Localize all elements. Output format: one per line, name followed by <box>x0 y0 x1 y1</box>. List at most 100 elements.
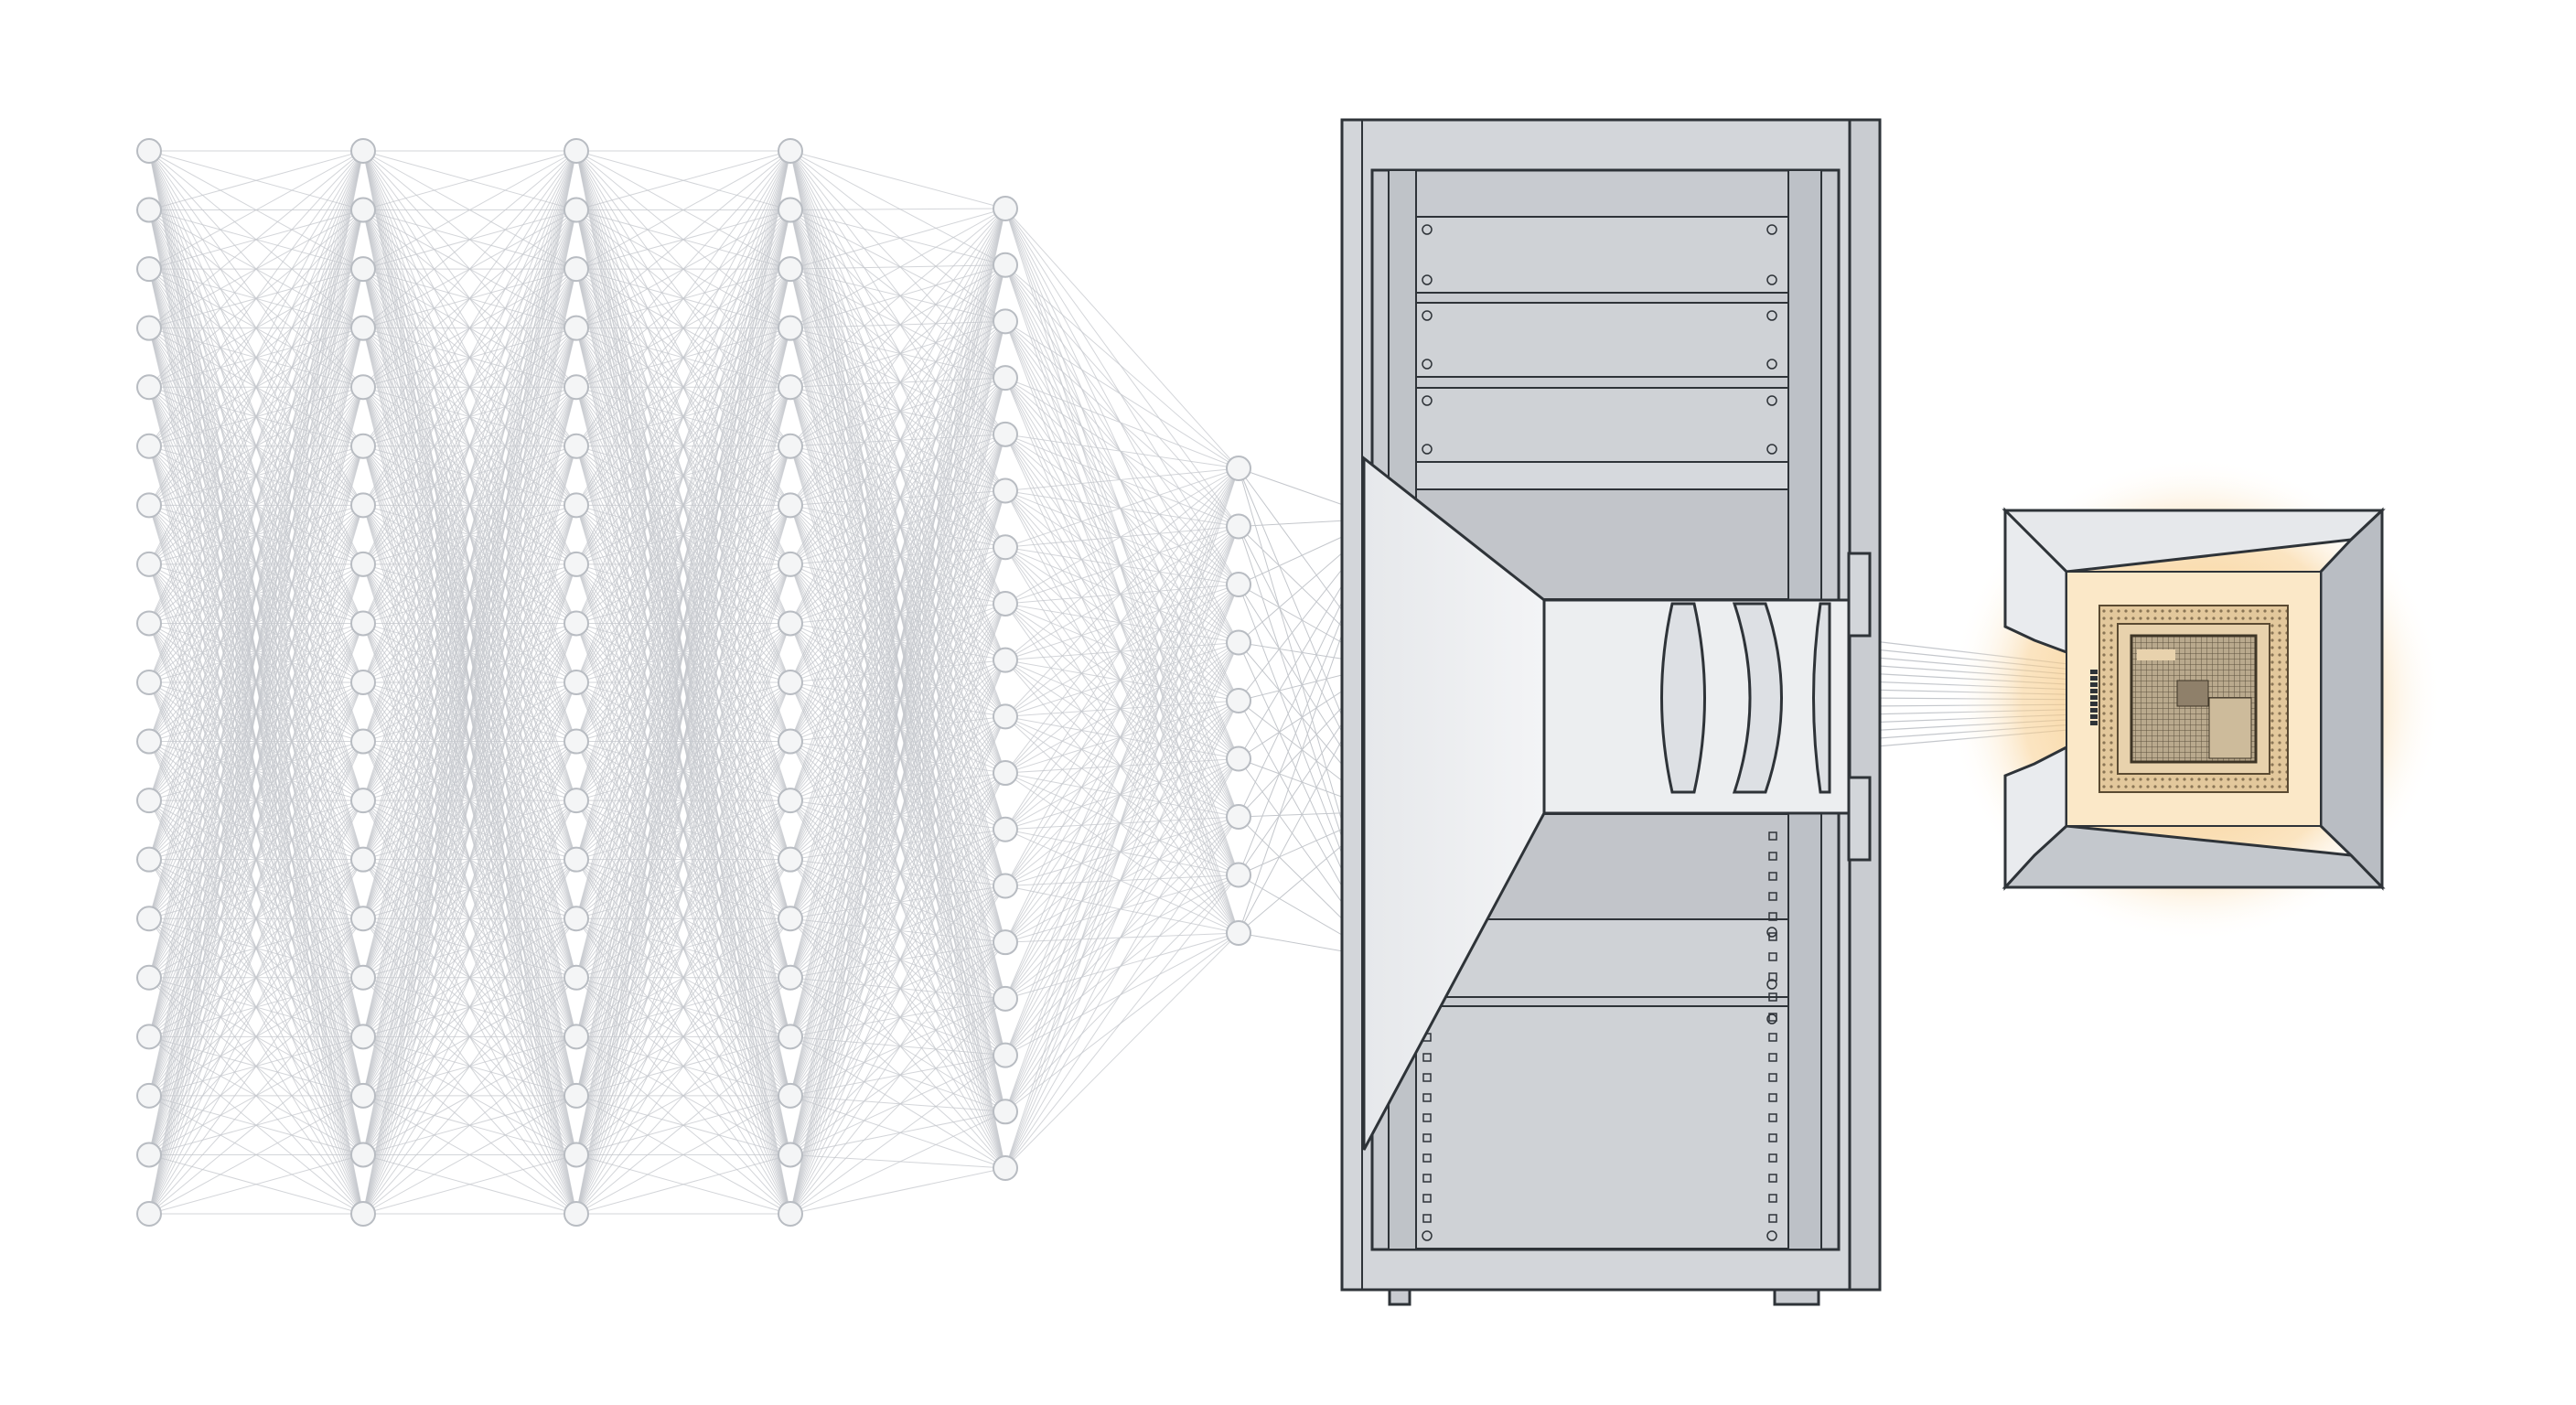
network-edge <box>1004 603 1240 702</box>
network-edge <box>789 434 1006 506</box>
network-edge <box>1004 932 1240 1056</box>
network-edge <box>789 150 1006 774</box>
network-node <box>993 1099 1018 1125</box>
network-edge <box>789 434 1006 565</box>
network-edge <box>789 150 1006 830</box>
network-edge <box>789 208 1006 447</box>
network-node <box>778 256 803 283</box>
rack-screw <box>1422 1230 1433 1241</box>
network-edge <box>789 859 1006 1112</box>
network-node <box>778 138 803 164</box>
network-edge <box>1004 546 1240 643</box>
network-node <box>1226 629 1251 656</box>
network-edge <box>789 434 1006 801</box>
network-edge <box>789 681 1006 943</box>
network-edge <box>789 327 1006 491</box>
network-edge <box>1004 584 1240 717</box>
network-node <box>350 138 376 164</box>
network-edge <box>789 1055 1006 1155</box>
rack-screw <box>1766 224 1777 235</box>
network-edge <box>362 917 577 1215</box>
network-edge <box>789 268 1006 605</box>
network-edge <box>789 885 1006 1097</box>
network-edge <box>789 490 1006 506</box>
network-edge <box>1004 660 1240 934</box>
network-edge <box>1004 467 1240 661</box>
network-edge <box>362 1153 577 1215</box>
network-edge <box>1004 377 1240 702</box>
network-node <box>564 846 589 873</box>
network-edge <box>1004 526 1240 605</box>
rack-hole <box>1768 1033 1777 1042</box>
network-edge <box>362 150 577 1096</box>
network-node <box>993 929 1018 956</box>
network-node <box>778 197 803 223</box>
network-edge <box>789 320 1006 388</box>
network-edge <box>575 563 791 1215</box>
network-edge <box>789 660 1006 683</box>
rack-screw <box>1422 224 1433 235</box>
network-edge <box>789 150 1006 660</box>
network-edge <box>789 377 1006 683</box>
network-edge <box>789 490 1006 565</box>
network-edge <box>1004 584 1240 605</box>
network-edge <box>789 264 1006 624</box>
network-edge <box>789 209 1006 266</box>
network-node <box>564 1142 589 1168</box>
network-node <box>778 670 803 695</box>
network-edge <box>1004 758 1240 886</box>
network-edge <box>362 150 577 388</box>
network-edge <box>789 209 1006 660</box>
network-edge <box>789 445 1006 492</box>
network-edge <box>789 150 1006 717</box>
network-edge <box>789 209 1006 379</box>
network-edge <box>362 387 577 1215</box>
network-edge <box>1004 603 1240 934</box>
network-node <box>1226 862 1251 888</box>
network-edge <box>1004 642 1240 774</box>
network-edge <box>789 546 1006 683</box>
network-edge <box>148 563 364 1215</box>
chip-pin <box>2090 682 2098 687</box>
network-edge <box>789 623 1006 831</box>
network-edge <box>362 150 577 1155</box>
rack-hole <box>1768 1073 1777 1082</box>
network-edge <box>1004 321 1240 702</box>
rack-hole <box>1768 852 1777 861</box>
network-edge <box>789 681 1006 1169</box>
network-edge <box>789 264 1006 270</box>
network-edge <box>1004 434 1240 818</box>
network-edge <box>789 772 1006 919</box>
network-edge <box>575 150 791 919</box>
network-edge <box>575 150 791 388</box>
network-edge <box>1004 546 1240 818</box>
network-edge <box>1004 490 1240 934</box>
network-edge <box>148 150 364 506</box>
rack-hole <box>1768 1013 1777 1022</box>
network-edge <box>789 209 1006 886</box>
network-edge <box>362 150 577 860</box>
network-node <box>993 196 1018 221</box>
network-edge <box>362 977 577 1215</box>
network-edge <box>789 998 1006 1097</box>
network-edge <box>789 434 1006 860</box>
network-edge <box>362 150 577 742</box>
network-edge <box>789 772 1006 801</box>
rack-hole <box>1768 1093 1777 1102</box>
network-edge <box>789 716 1006 1215</box>
network-edge <box>789 320 1006 329</box>
network-edge <box>789 681 1006 831</box>
network-edge <box>789 268 1006 379</box>
network-edge <box>1004 490 1240 759</box>
network-edge <box>1004 700 1240 831</box>
rack-screw <box>1766 395 1777 406</box>
network-edge <box>1004 490 1240 875</box>
network-edge <box>789 327 1006 830</box>
network-node <box>564 788 589 814</box>
network-edge <box>789 208 1006 683</box>
network-edge <box>1004 467 1240 717</box>
network-node <box>993 534 1018 561</box>
network-node <box>136 964 162 991</box>
network-edge <box>789 445 1006 548</box>
